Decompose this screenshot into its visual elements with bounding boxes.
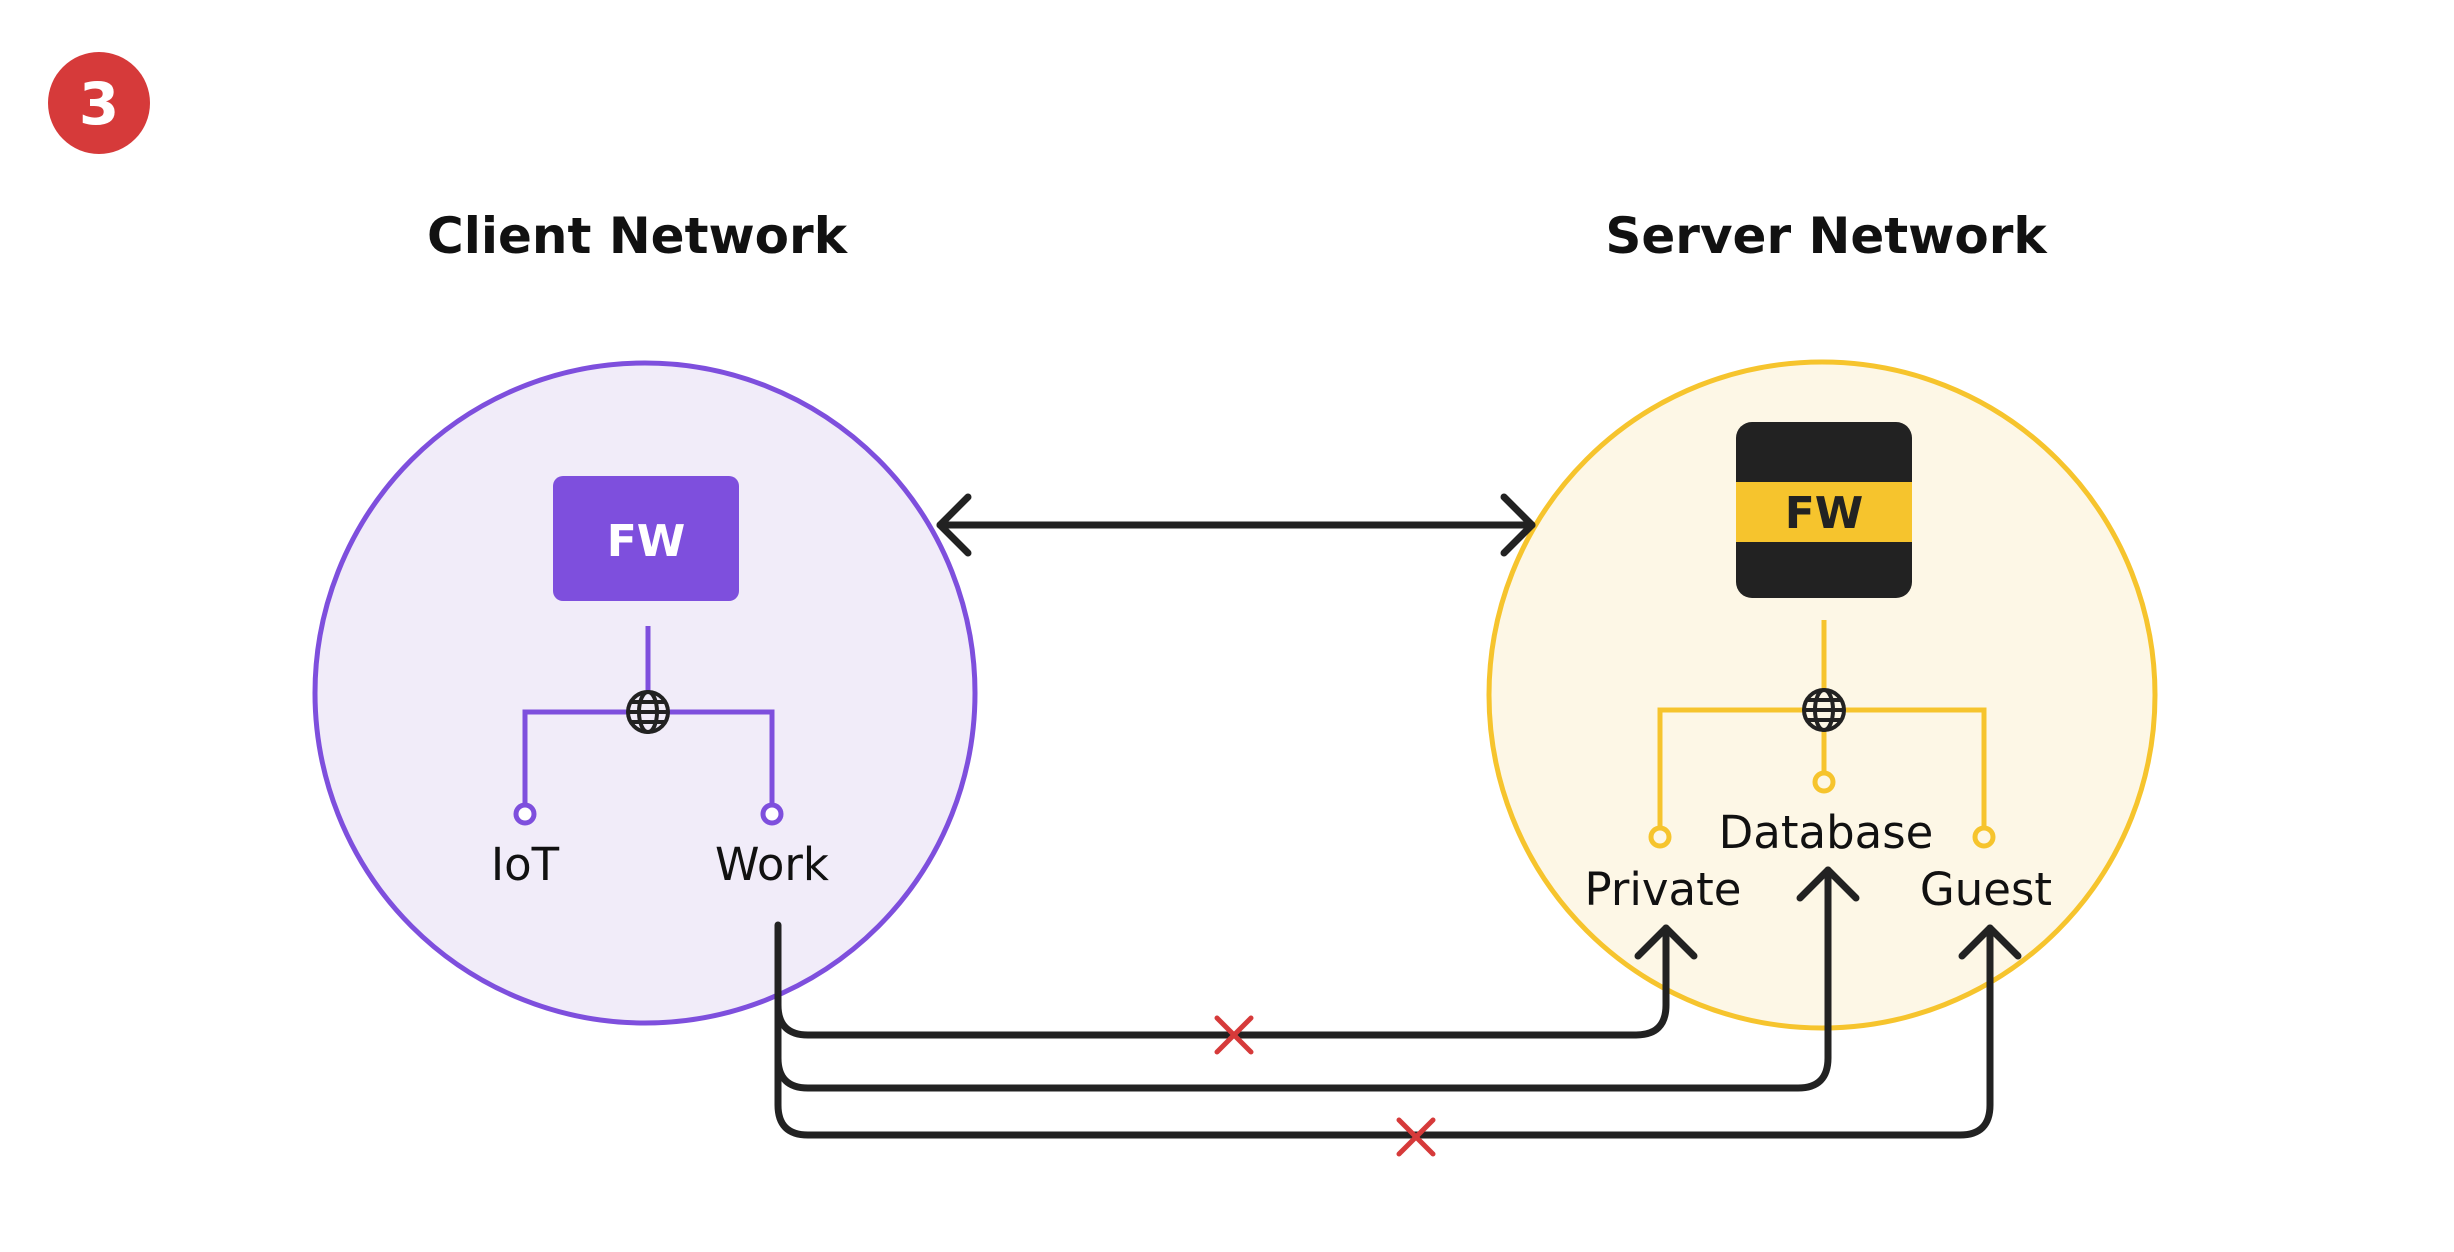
client-firewall-box xyxy=(553,476,739,601)
server-firewall: FW xyxy=(1736,422,1912,598)
blocked-x-icon-guest xyxy=(1396,1117,1436,1157)
arrow-up-icon xyxy=(1796,866,1860,902)
arrow-right-icon xyxy=(1500,493,1536,557)
step-badge: 3 xyxy=(48,52,150,154)
blocked-x-icon-private xyxy=(1214,1015,1254,1055)
server-network: FW Private Database Guest xyxy=(1486,359,2158,1031)
server-network-title: Server Network xyxy=(1605,207,2048,265)
client-firewall: FW xyxy=(553,476,739,601)
network-link-bidirectional xyxy=(936,493,1536,557)
client-firewall-label: FW xyxy=(607,516,686,567)
segment-label-work: Work xyxy=(715,838,829,891)
client-network: FW IoT Work xyxy=(312,360,978,1026)
arrow-up-icon xyxy=(1634,924,1698,960)
step-badge-number: 3 xyxy=(79,70,119,138)
segment-label-iot: IoT xyxy=(491,838,560,891)
server-firewall-label: FW xyxy=(1785,488,1864,539)
server-firewall-band xyxy=(1736,482,1912,542)
server-globe-icon xyxy=(1802,688,1846,732)
arrow-up-icon xyxy=(1958,924,2022,960)
connection-work-to-guest xyxy=(774,924,2022,1139)
step-badge-circle xyxy=(48,52,150,154)
connection-work-to-private xyxy=(774,921,1698,1039)
segment-label-private: Private xyxy=(1585,863,1742,916)
segment-label-guest: Guest xyxy=(1920,863,2052,916)
arrow-left-icon xyxy=(936,493,972,557)
client-globe-icon xyxy=(626,690,670,734)
segment-label-database: Database xyxy=(1719,806,1934,859)
client-network-title: Client Network xyxy=(427,207,849,265)
